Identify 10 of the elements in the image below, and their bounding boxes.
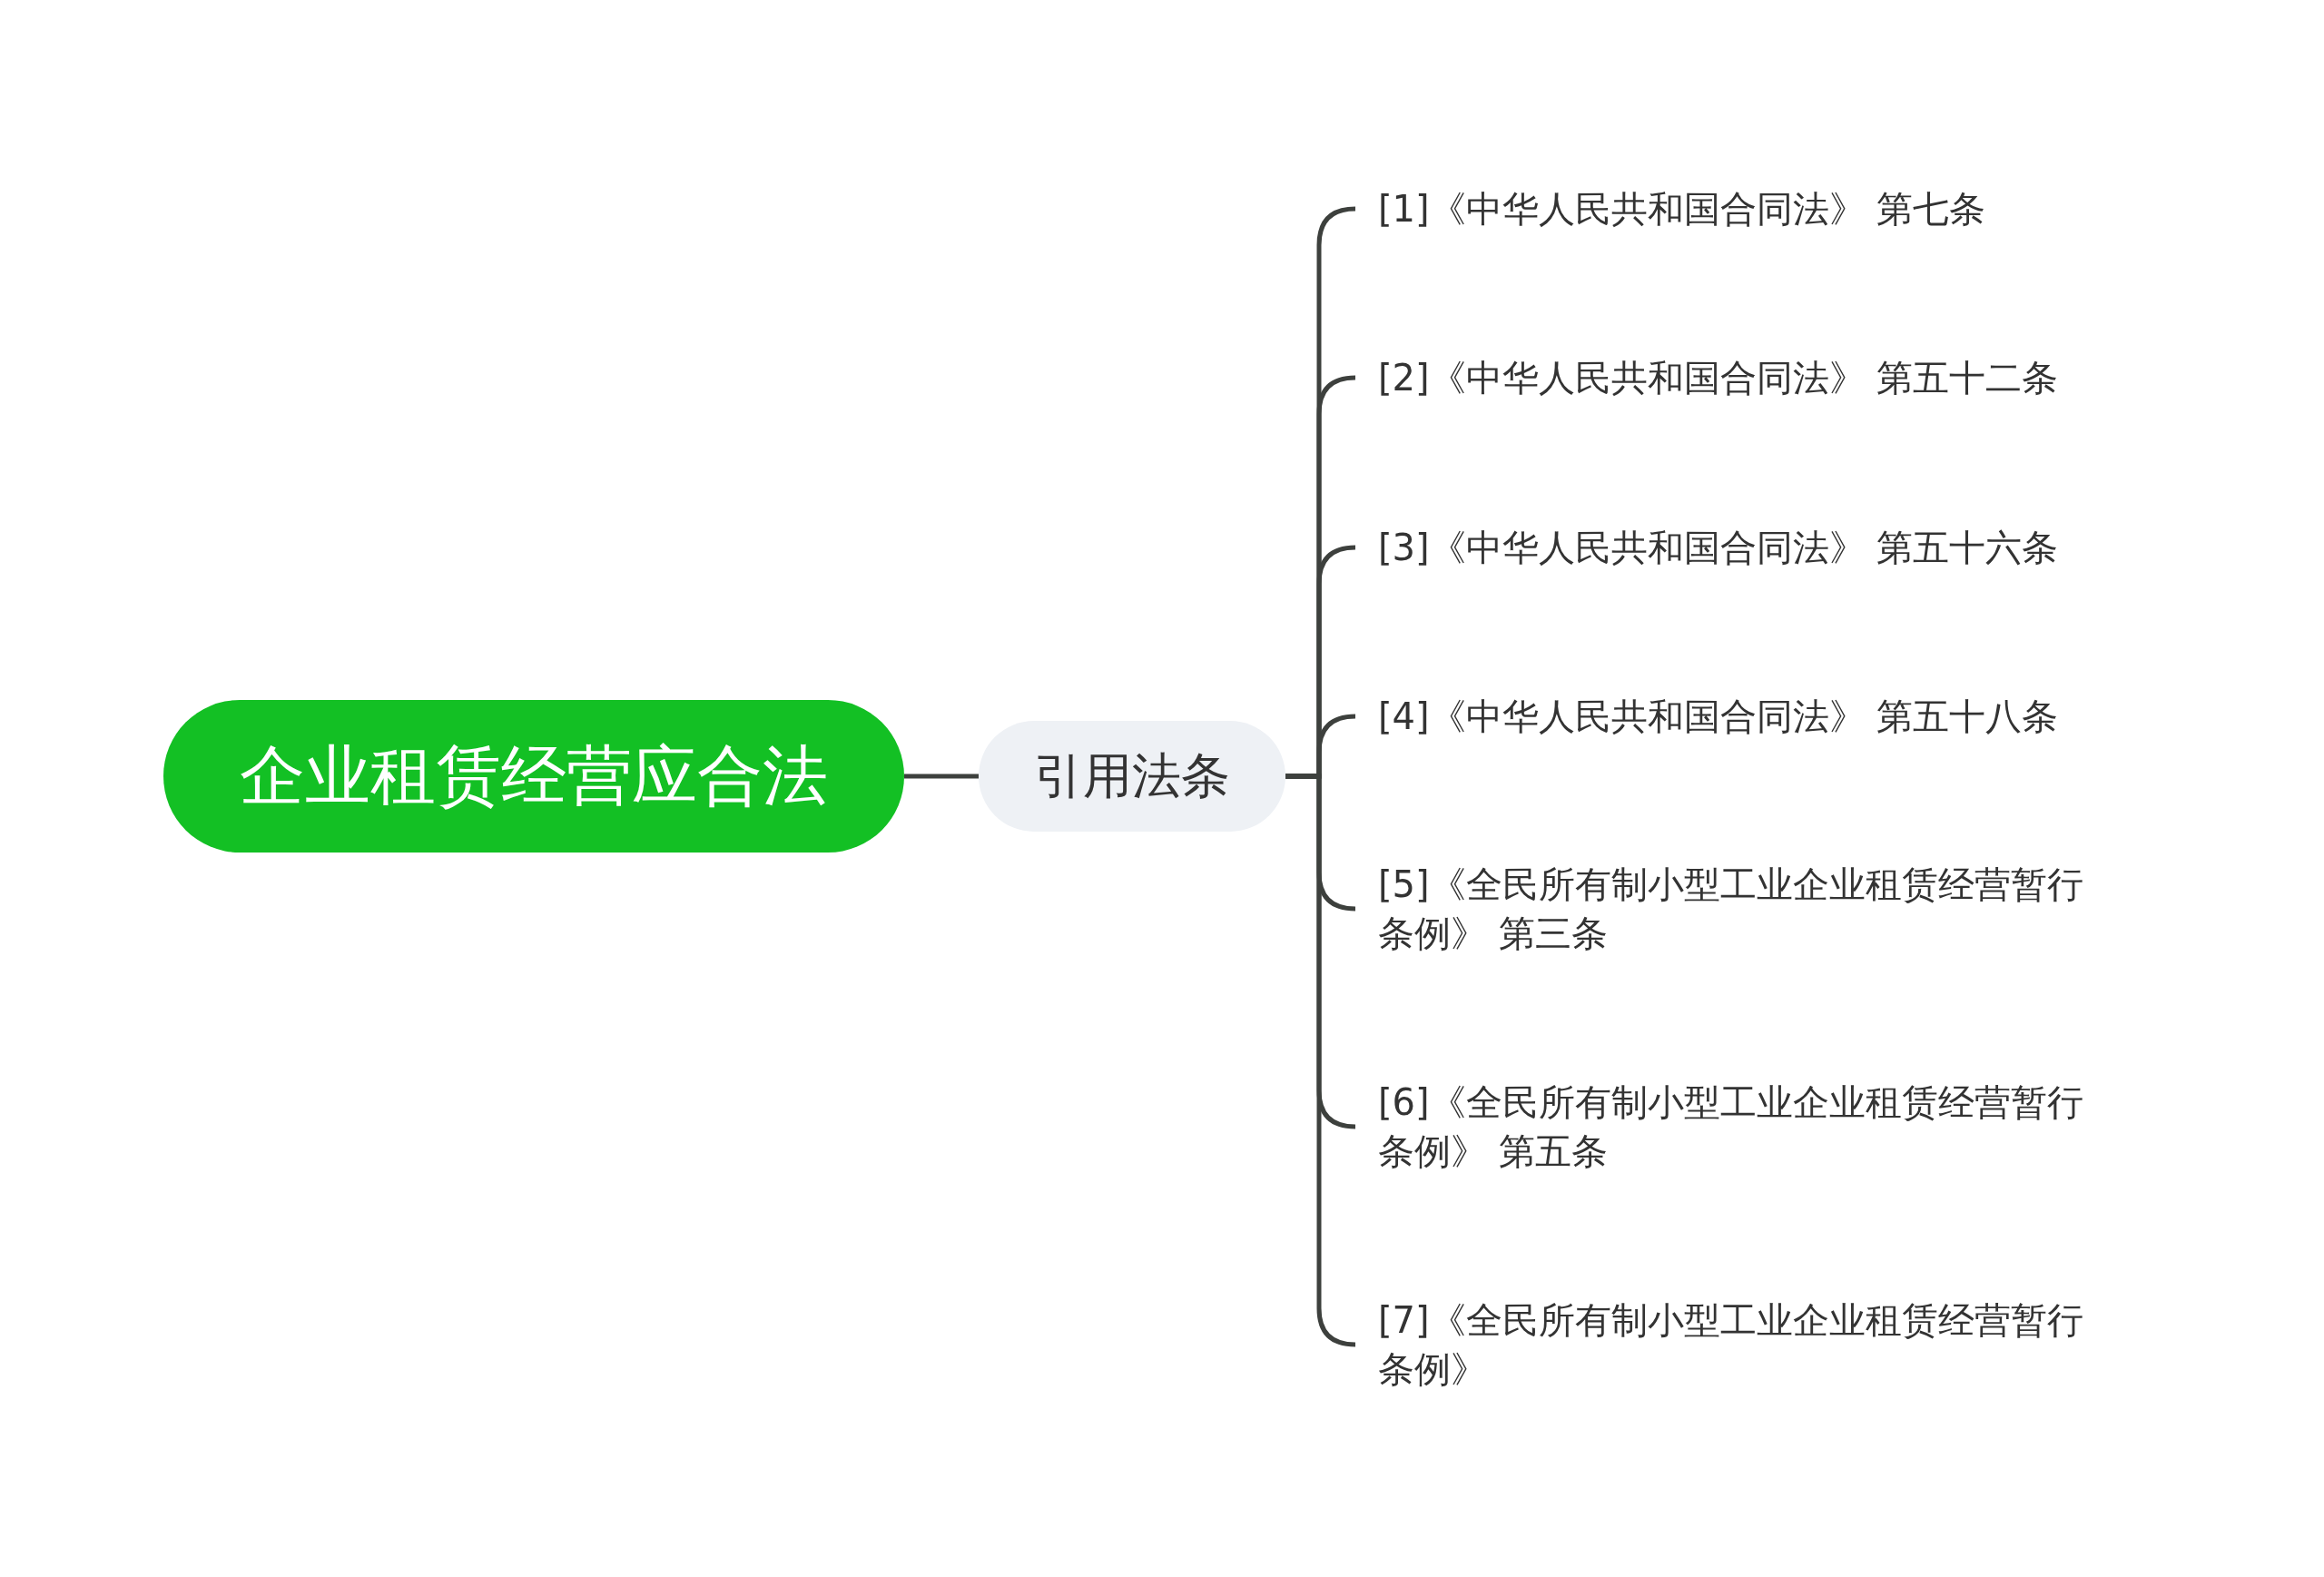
citation-text: [5]《全民所有制小型工业企业租赁经营暂行条例》 第三条 bbox=[1355, 859, 2109, 959]
topic-pill: 引用法条 bbox=[979, 721, 1285, 832]
citation-text: [7]《全民所有制小型工业企业租赁经营暂行条例》 bbox=[1355, 1295, 2109, 1395]
citation-text: [6]《全民所有制小型工业企业租赁经营暂行条例》 第五条 bbox=[1355, 1077, 2109, 1177]
connector-line bbox=[904, 774, 979, 779]
citation-text: [3]《中华人民共和国合同法》 第五十六条 bbox=[1355, 520, 2109, 575]
root-topic-pill: 企业租赁经营应合法 bbox=[163, 700, 904, 853]
citation-text: [2]《中华人民共和国合同法》 第五十二条 bbox=[1355, 350, 2109, 405]
citation-text: [4]《中华人民共和国合同法》 第五十八条 bbox=[1355, 689, 2109, 744]
citation-text: [1]《中华人民共和国合同法》 第七条 bbox=[1355, 182, 2109, 236]
